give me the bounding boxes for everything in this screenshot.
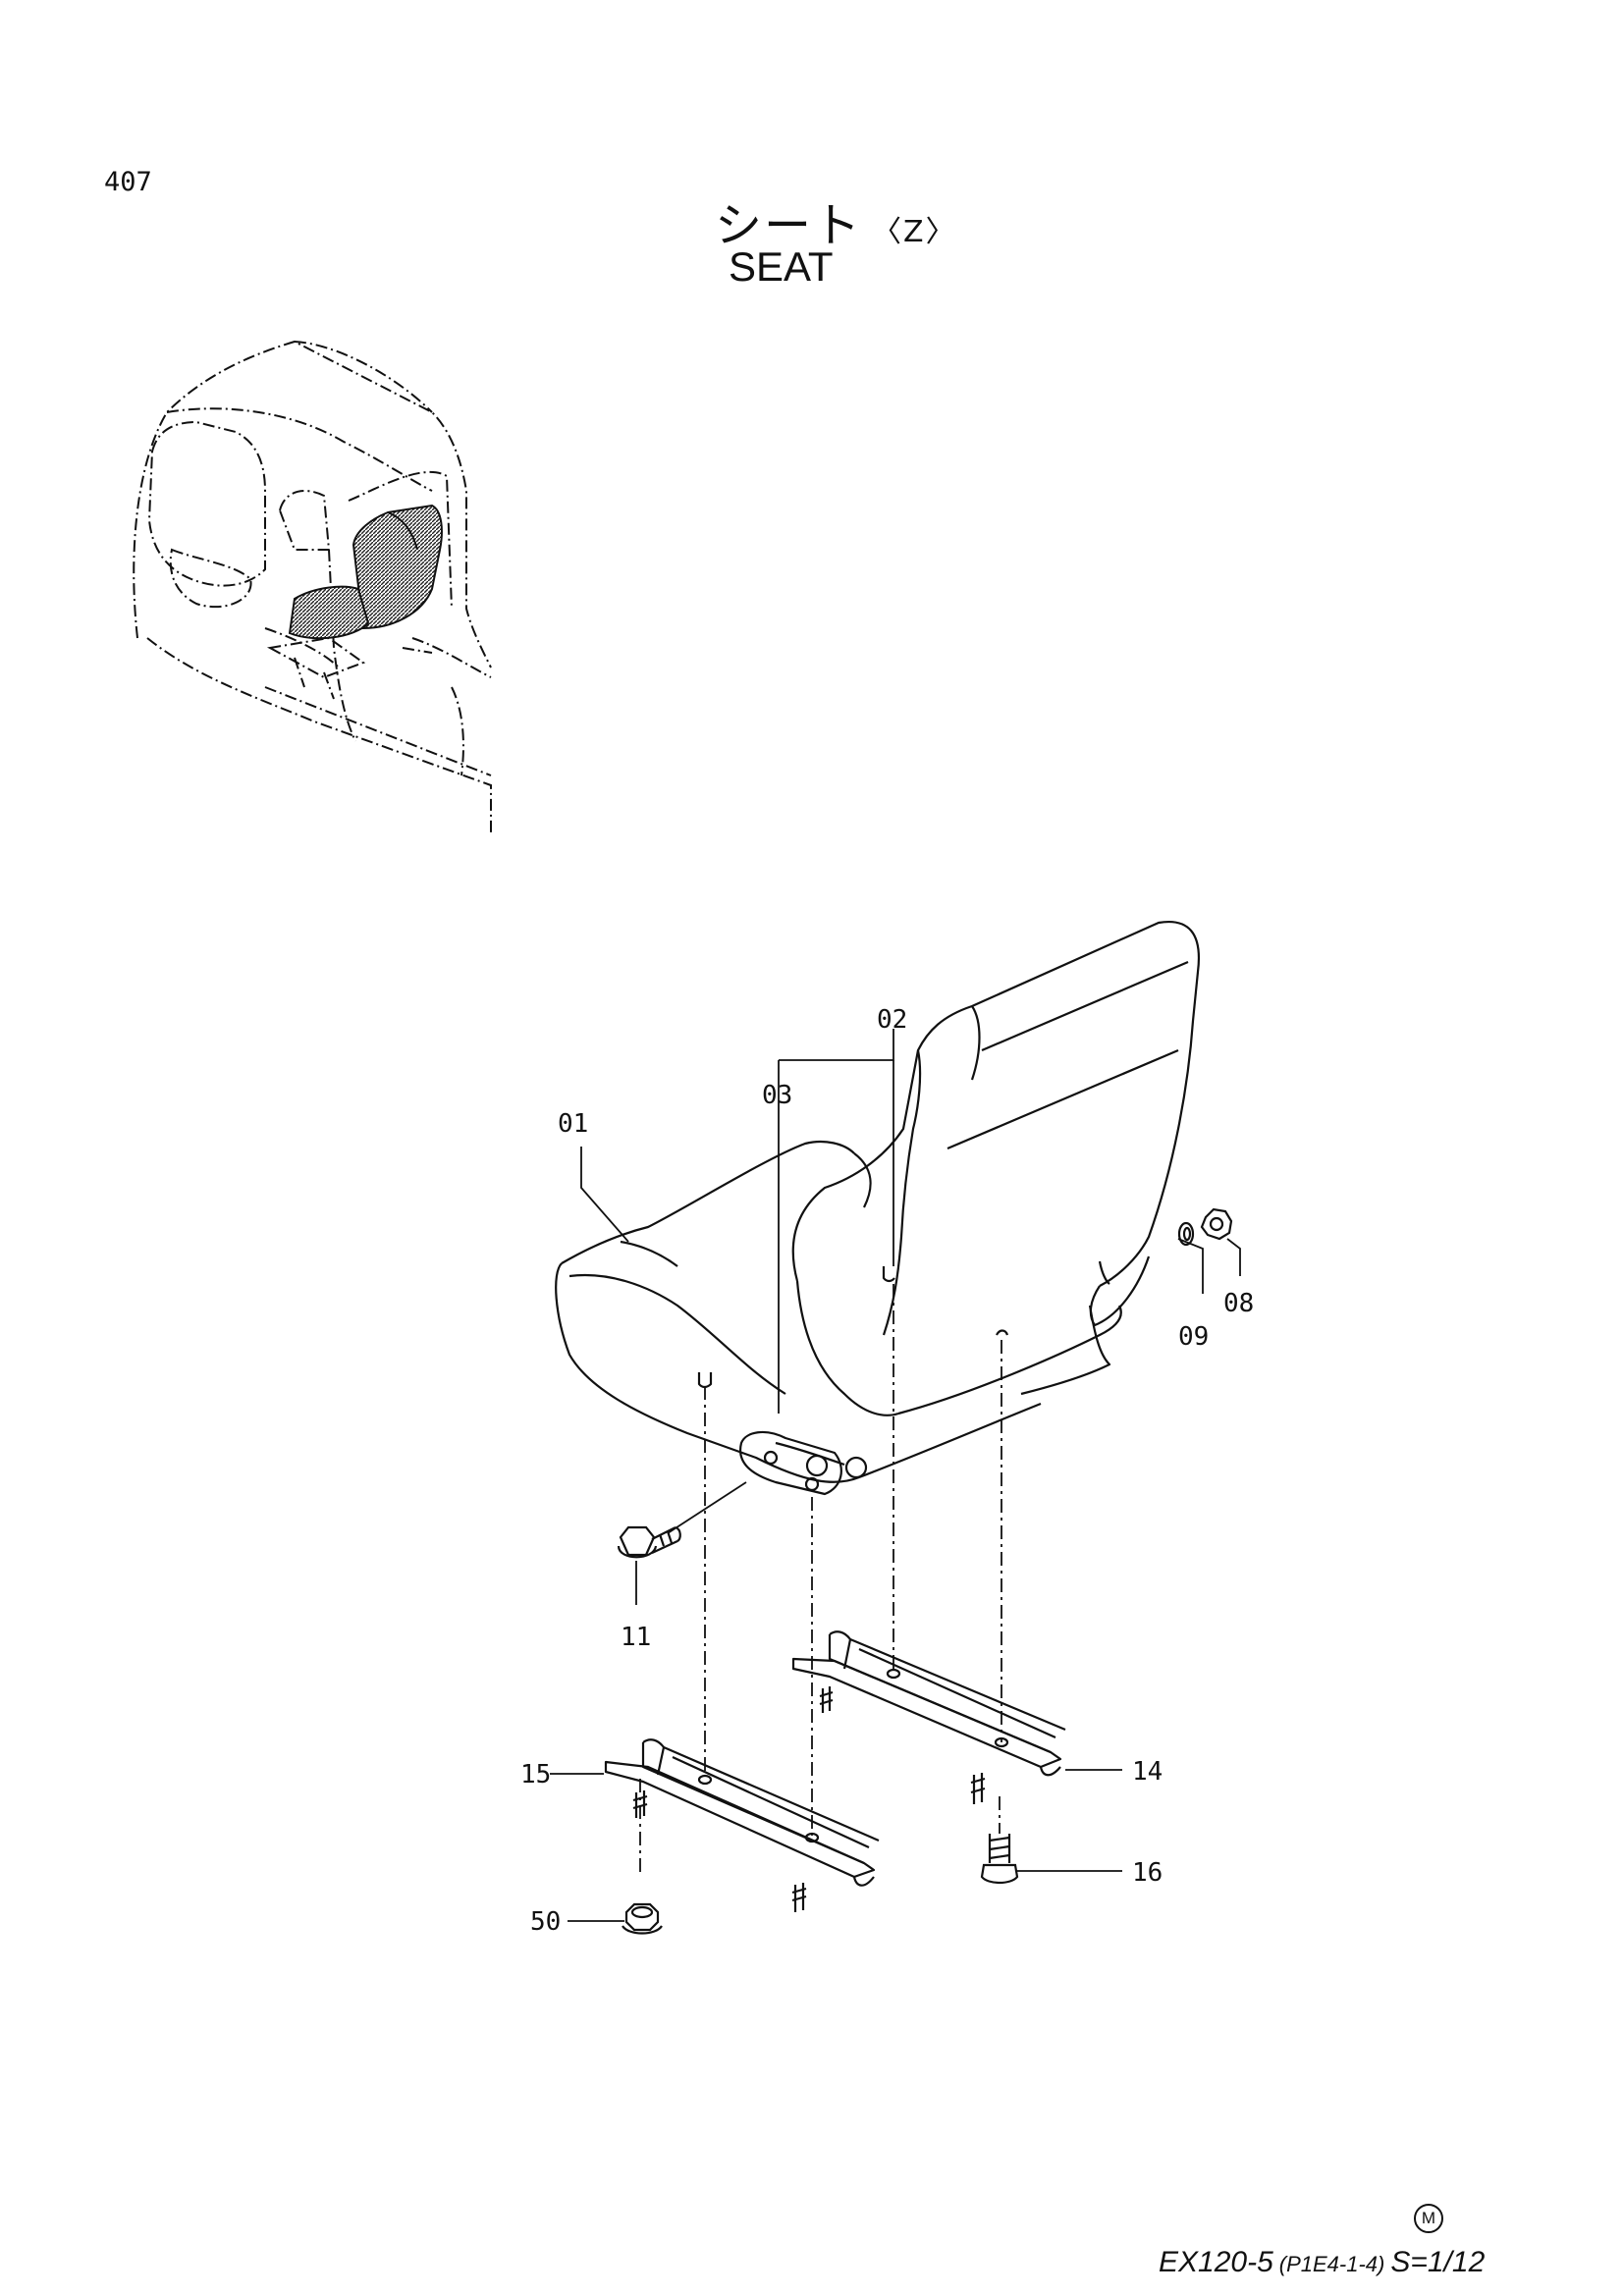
footer-code: (P1E4-1-4) [1278,2252,1385,2276]
footer-scale: S=1/12 [1390,2246,1486,2278]
cab-seat-highlight [288,504,443,640]
callout-02: 02 [877,1005,907,1035]
footer-model-info: EX120-5(P1E4-1-4)S=1/12 [1159,2246,1485,2279]
callout-14: 14 [1132,1757,1163,1787]
title-japanese-text: シート [715,198,863,253]
callout-01: 01 [558,1109,588,1139]
seat-assembly [555,921,1201,1496]
title-english: SEAT [729,243,834,290]
callout-50: 50 [530,1907,561,1937]
slide-rail-left [604,1738,880,1912]
callout-03: 03 [762,1081,792,1110]
callout-08: 08 [1223,1289,1254,1318]
seat-back-outline [791,921,1201,1287]
callout-09: 09 [1178,1322,1209,1352]
nut-08-icon [1200,1207,1233,1241]
seat-cushion-outline [555,1262,860,1483]
bolt-16-icon [980,1834,1019,1885]
callout-16: 16 [1132,1858,1163,1888]
assembly-center-lines [639,1284,1002,1875]
callout-15: 15 [520,1760,551,1789]
footer-model: EX120-5 [1159,2246,1273,2278]
page-number: 407 [104,167,152,197]
title-japanese: シート〈Z〉 [715,187,957,255]
callout-leaders [550,1029,1241,1922]
recline-lever-bracket [738,1430,842,1496]
title-japanese-suffix: 〈Z〉 [872,215,957,249]
callout-labels: 01 02 03 08 09 11 14 15 16 50 [520,1005,1254,1937]
nut-50-icon [622,1902,663,1935]
slide-rail-right [791,1630,1066,1804]
manufacturer-mark-icon: M [1414,2204,1443,2233]
washer-09-icon [1177,1221,1195,1247]
callout-11: 11 [621,1623,651,1652]
cab-overview-illustration [133,340,492,834]
